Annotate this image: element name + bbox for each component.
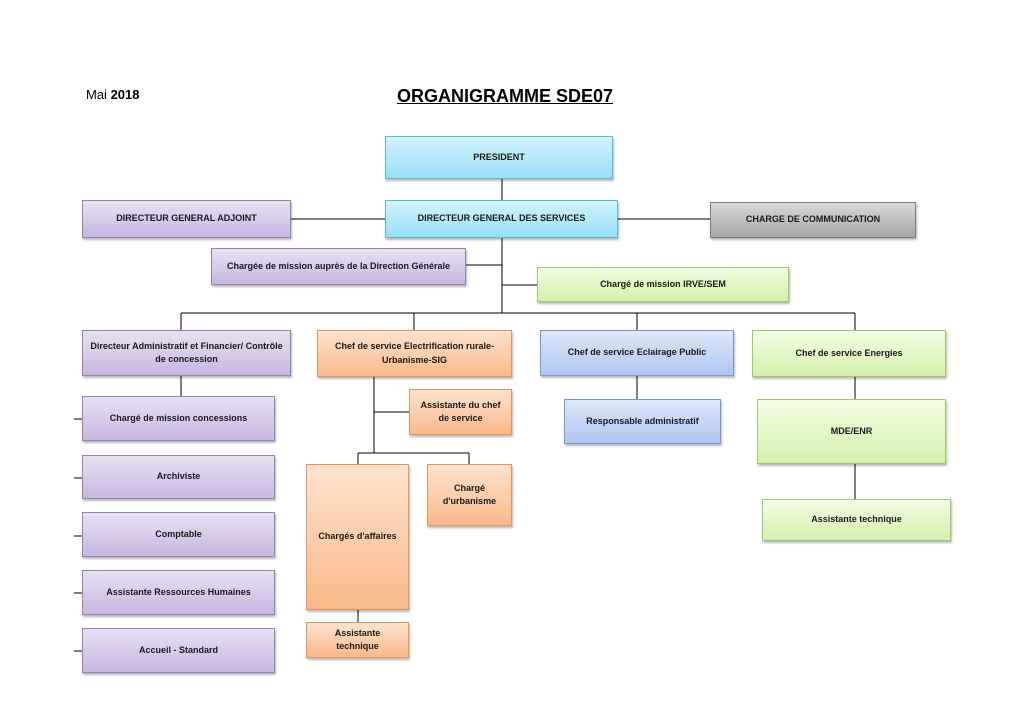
- responsable-admin-box: Responsable administratif: [564, 399, 721, 444]
- president-box: PRESIDENT: [385, 136, 613, 179]
- archiviste-box: Archiviste: [82, 455, 275, 499]
- mission-dg-box: Chargée de mission auprès de la Directio…: [211, 248, 466, 285]
- assistante-tech-energies-box: Assistante technique: [762, 499, 951, 541]
- energies-box: Chef de service Energies: [752, 330, 946, 377]
- electrification-box: Chef de service Electrification rurale-U…: [317, 330, 512, 377]
- assistante-tech-elec-box: Assistante technique: [306, 622, 409, 658]
- accueil-box: Accueil - Standard: [82, 628, 275, 673]
- assistante-chef-box: Assistante du chef de service: [409, 389, 512, 435]
- assistante-rh-box: Assistante Ressources Humaines: [82, 570, 275, 615]
- mission-irve-box: Chargé de mission IRVE/SEM: [537, 267, 789, 302]
- date-label: Mai 2018: [86, 87, 140, 102]
- page-title: ORGANIGRAMME SDE07: [396, 86, 614, 106]
- eclairage-box: Chef de service Eclairage Public: [540, 330, 734, 376]
- charges-affaires-box: Chargés d'affaires: [306, 464, 409, 610]
- dga-box: DIRECTEUR GENERAL ADJOINT: [82, 200, 291, 238]
- mission-concessions-box: Chargé de mission concessions: [82, 396, 275, 441]
- comptable-box: Comptable: [82, 512, 275, 557]
- dgs-box: DIRECTEUR GENERAL DES SERVICES: [385, 200, 618, 238]
- date-year: 2018: [110, 87, 140, 102]
- mde-enr-box: MDE/ENR: [757, 399, 946, 464]
- daf-box: Directeur Administratif et Financier/ Co…: [82, 330, 291, 376]
- communication-box: CHARGE DE COMMUNICATION: [710, 202, 916, 238]
- date-month: Mai: [86, 87, 107, 102]
- charge-urbanisme-box: Chargé d'urbanisme: [427, 464, 512, 526]
